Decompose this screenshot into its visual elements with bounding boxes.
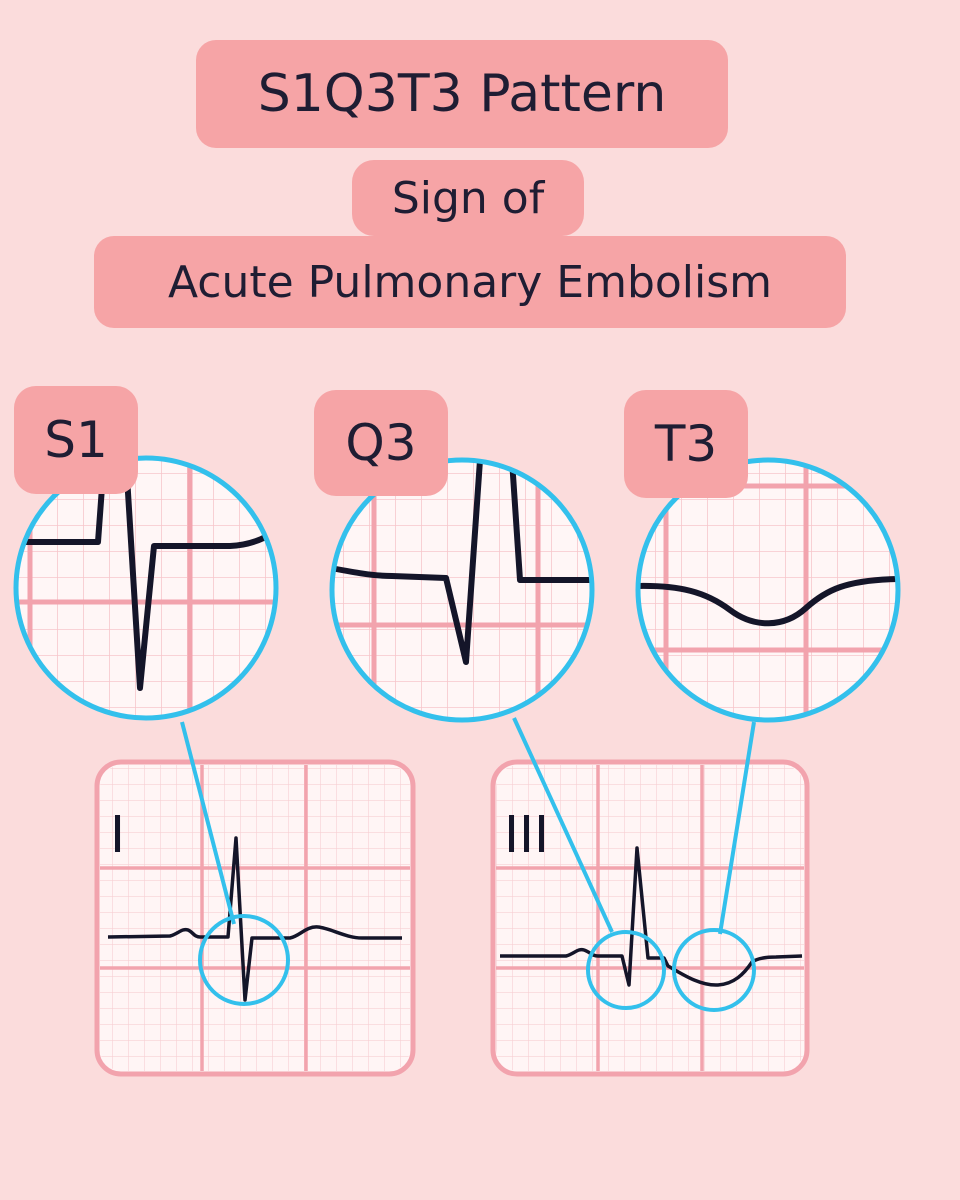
q3-label: Q3 <box>314 390 448 496</box>
lead-i-trace <box>107 836 402 1002</box>
s1-magnifier <box>13 455 279 721</box>
lead-iii-label: III <box>504 804 549 864</box>
s1-label: S1 <box>14 386 138 494</box>
t3-waveform <box>638 576 898 627</box>
magnifier-connectors <box>180 717 756 935</box>
q3-magnifier <box>329 457 595 723</box>
t3-label: T3 <box>624 390 748 498</box>
page-title: S1Q3T3 Pattern <box>196 40 728 148</box>
subtitle-line-1: Sign of <box>352 160 584 236</box>
subtitle-line-2: Acute Pulmonary Embolism <box>94 236 846 328</box>
lead-i-label: I <box>110 804 125 864</box>
strip-magnifier-circles <box>198 914 756 1012</box>
lead-iii-strip: III <box>490 759 810 1077</box>
t3-magnifier <box>635 457 901 723</box>
